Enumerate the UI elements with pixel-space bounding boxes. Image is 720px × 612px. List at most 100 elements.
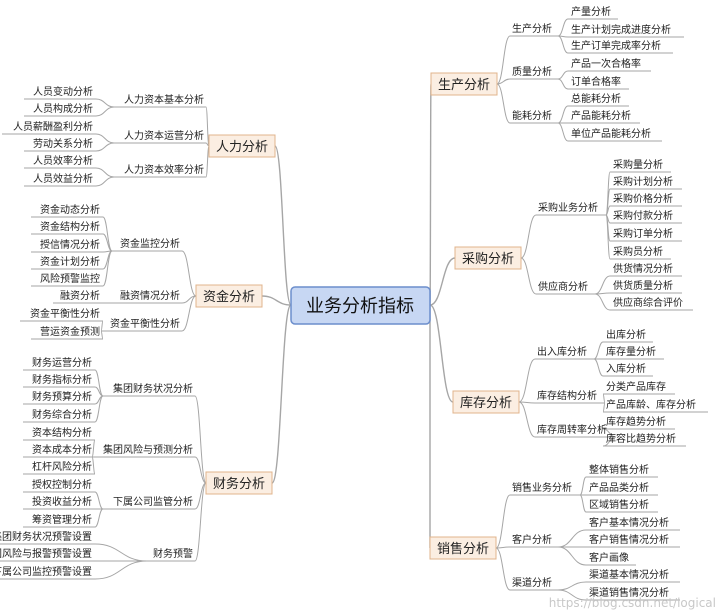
leaf-node-label: 资金计划分析 xyxy=(40,255,100,268)
connector-line xyxy=(557,70,569,80)
group-node-label: 人力资本效率分析 xyxy=(124,163,204,176)
connector-line xyxy=(557,78,569,90)
leaf-node-label: 人员变动分析 xyxy=(33,85,93,98)
branch-node[interactable]: 财务分析 xyxy=(205,471,273,495)
leaf-node-label: 产品一次合格率 xyxy=(571,57,641,70)
leaf-node-label: 产品能耗分析 xyxy=(571,109,631,122)
branch-node[interactable]: 库存分析 xyxy=(452,390,520,414)
leaf-node-label: 供应商综合评价 xyxy=(613,296,683,309)
connector-line xyxy=(95,142,115,152)
connector-line xyxy=(102,233,113,252)
leaf-node-label: 下属公司监控预警设置 xyxy=(0,565,92,578)
connector-line xyxy=(95,106,115,117)
connector-line xyxy=(605,214,611,260)
leaf-node-label: 采购订单分析 xyxy=(613,227,673,240)
connector-line xyxy=(181,250,197,297)
connector-line xyxy=(94,508,104,528)
branch-node[interactable]: 生产分析 xyxy=(430,72,498,96)
leaf-node-label: 客户基本情况分析 xyxy=(589,516,669,529)
connector-line xyxy=(518,401,536,404)
connector-line xyxy=(429,304,454,403)
connector-line xyxy=(579,494,587,513)
connector-line xyxy=(94,560,148,580)
connector-line xyxy=(261,295,292,306)
connector-line xyxy=(95,133,115,144)
leaf-node-label: 资金动态分析 xyxy=(40,203,100,216)
connector-line xyxy=(557,589,587,601)
connector-line xyxy=(271,304,292,484)
leaf-node-label: 客户销售情况分析 xyxy=(589,533,669,546)
leaf-node-label: 采购计划分析 xyxy=(613,175,673,188)
leaf-node-label: 财务综合分析 xyxy=(32,408,92,421)
branch-node-label: 财务分析 xyxy=(213,476,265,492)
connector-line xyxy=(429,257,456,306)
leaf-node-label: 渠道基本情况分析 xyxy=(589,568,669,581)
connector-line xyxy=(496,35,511,85)
connector-line xyxy=(95,98,115,108)
leaf-node-label: 库存趋势分析 xyxy=(606,415,666,428)
connector-line xyxy=(602,393,606,404)
group-node-label: 渠道分析 xyxy=(512,576,552,589)
connector-line xyxy=(94,491,104,510)
branch-node-box xyxy=(208,134,276,158)
connector-line xyxy=(579,476,587,496)
branch-node-label: 库存分析 xyxy=(460,395,512,411)
center-node[interactable]: 业务分析指标 xyxy=(290,286,431,325)
branch-node[interactable]: 资金分析 xyxy=(195,284,263,308)
group-node-label: 人力资本运营分析 xyxy=(124,129,204,142)
connector-line xyxy=(594,293,611,311)
branch-node-label: 销售分析 xyxy=(437,541,489,557)
group-node-label: 客户分析 xyxy=(512,533,552,546)
leaf-node-label: 生产订单完成率分析 xyxy=(571,39,661,52)
connector-line xyxy=(557,122,569,142)
leaf-node-label: 生产计划完成进度分析 xyxy=(571,23,671,36)
branch-node[interactable]: 人力分析 xyxy=(208,134,276,158)
connector-line xyxy=(91,439,96,458)
leaf-node-label: 风险预警监控 xyxy=(40,272,100,285)
leaf-node-label: 筹资管理分析 xyxy=(32,513,92,526)
connector-line xyxy=(94,395,104,423)
branch-node[interactable]: 销售分析 xyxy=(429,536,497,560)
leaf-node-label: 劳动关系分析 xyxy=(33,137,93,150)
group-node-label: 生产分析 xyxy=(512,22,552,35)
leaf-node-label: 人员薪酬盈利分析 xyxy=(13,120,93,133)
leaf-node-label: 授信情况分析 xyxy=(40,238,100,251)
connector-line xyxy=(94,543,148,562)
connector-line xyxy=(100,320,104,332)
group-node-label: 下属公司监管分析 xyxy=(113,495,193,508)
connector-line xyxy=(520,257,537,295)
group-node-label: 融资情况分析 xyxy=(120,289,180,302)
connector-line xyxy=(496,78,511,85)
leaf-node-label: 财务运营分析 xyxy=(32,356,92,369)
group-node-label: 资金监控分析 xyxy=(120,237,180,250)
group-node-label: 集团财务状况分析 xyxy=(113,382,193,395)
branch-node[interactable]: 采购分析 xyxy=(454,246,522,270)
branch-node-box xyxy=(454,246,522,270)
connector-line xyxy=(593,358,604,377)
connector-line xyxy=(518,358,536,403)
leaf-node-label: 杠杆风险分析 xyxy=(32,460,92,473)
leaf-node-label: 财务预算分析 xyxy=(32,390,92,403)
connector-line xyxy=(594,275,611,295)
leaf-node-label: 采购员分析 xyxy=(613,245,663,258)
leaf-node-label: 供货情况分析 xyxy=(613,262,673,275)
leaf-node-label: 资本结构分析 xyxy=(32,426,92,439)
connector-line xyxy=(518,401,536,438)
leaf-node-label: 营运资金预测 xyxy=(40,325,100,338)
leaf-node-label: 区域销售分析 xyxy=(589,498,649,511)
connector-line xyxy=(593,341,604,360)
branch-node-box xyxy=(452,390,520,414)
leaf-node-label: 供货质量分析 xyxy=(613,279,673,292)
group-node-label: 财务预警 xyxy=(153,547,193,560)
group-node-label: 库存周转率分析 xyxy=(537,423,607,436)
leaf-node-label: 资本成本分析 xyxy=(32,443,92,456)
connector-line xyxy=(95,167,115,178)
leaf-node-label: 融资分析 xyxy=(60,289,100,302)
leaf-node-label: 订单合格率 xyxy=(571,75,621,88)
connector-line xyxy=(557,35,569,54)
branch-node-label: 人力分析 xyxy=(216,140,268,155)
group-node-label: 人力资本基本分析 xyxy=(124,93,204,106)
connector-line xyxy=(91,456,96,475)
leaf-node-label: 人员效益分析 xyxy=(33,172,93,185)
leaf-node-label: 单位产品能耗分析 xyxy=(571,127,651,140)
